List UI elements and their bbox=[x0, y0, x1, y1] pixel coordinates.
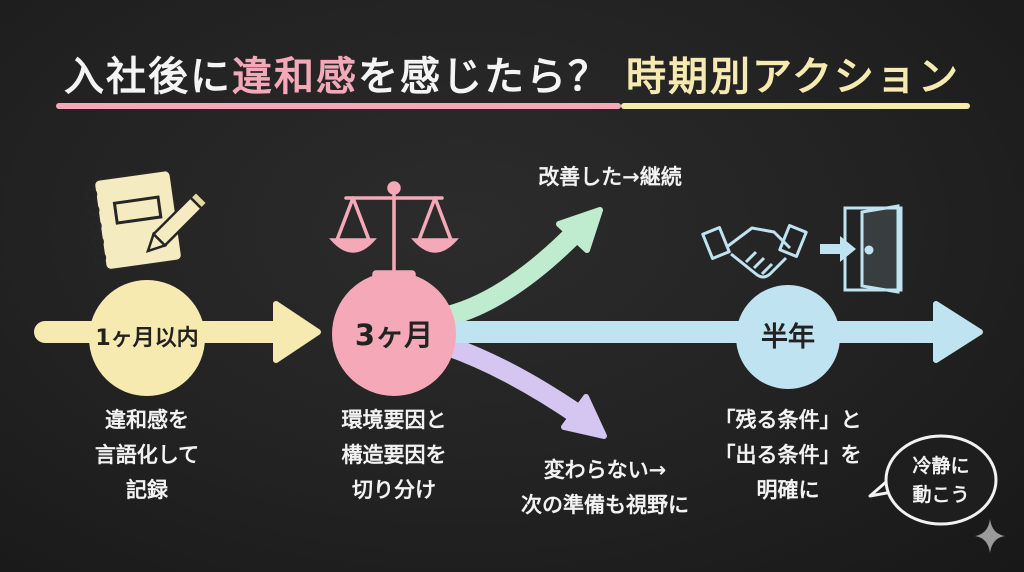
node-desc-1-line: 違和感を bbox=[105, 408, 189, 432]
arrow-main-segment bbox=[439, 301, 983, 363]
bubble-line: 動こう bbox=[912, 484, 970, 506]
title-underline-pink bbox=[56, 103, 621, 109]
handshake-icon bbox=[701, 224, 808, 279]
bubble-text: 冷静に 動こう bbox=[896, 452, 986, 510]
exit-door-icon bbox=[820, 204, 903, 294]
title-part-1: 入社後に bbox=[64, 54, 233, 100]
node-circle-3 bbox=[736, 285, 840, 389]
scales-icon bbox=[329, 181, 459, 282]
title-part-3: を感じたら？ bbox=[358, 54, 611, 100]
node-desc-3-line: 明確に bbox=[756, 478, 820, 502]
node-desc-1-line: 言語化して bbox=[94, 443, 200, 467]
branch-down-label: 変わらない→ 次の準備も視野に bbox=[500, 453, 710, 523]
speech-bubble bbox=[868, 434, 998, 526]
node-label-1: 1ヶ月以内 bbox=[95, 326, 199, 351]
sparkle-icon bbox=[975, 519, 1005, 553]
node-desc-1-line: 記録 bbox=[126, 478, 168, 502]
node-desc-1: 違和感を 言語化して 記録 bbox=[57, 403, 237, 508]
arrow-branch-up bbox=[438, 207, 603, 326]
branch-up-label: 改善した→継続 bbox=[538, 165, 682, 189]
node-desc-3: 「残る条件」と 「出る条件」を 明確に bbox=[683, 403, 893, 508]
title-underline-yellow bbox=[621, 103, 970, 109]
node-desc-3-line: 「残る条件」と bbox=[714, 408, 862, 432]
node-circle-1 bbox=[89, 280, 205, 396]
branch-down-line: 次の準備も視野に bbox=[521, 493, 689, 517]
node-label-3: 半年 bbox=[761, 322, 815, 353]
branch-down-line: 変わらない→ bbox=[543, 458, 667, 482]
node-label-2: 3ヶ月 bbox=[354, 318, 434, 352]
node-desc-2: 環境要因と 構造要因を 切り分け bbox=[304, 403, 484, 508]
title-subtitle: 時期別アクション bbox=[625, 54, 960, 100]
bubble-line: 冷静に bbox=[912, 455, 970, 477]
node-desc-2-line: 構造要因を bbox=[341, 443, 447, 467]
pencil-icon bbox=[145, 189, 210, 254]
node-desc-2-line: 切り分け bbox=[352, 478, 436, 502]
node-desc-2-line: 環境要因と bbox=[341, 408, 447, 432]
arrow-branch-down bbox=[438, 336, 607, 439]
title-highlight: 違和感 bbox=[232, 54, 359, 100]
node-desc-3-line: 「出る条件」を bbox=[714, 443, 862, 467]
node-circle-2 bbox=[332, 272, 456, 396]
page-title: 入社後に違和感を感じたら？ 時期別アクション bbox=[0, 44, 1024, 102]
